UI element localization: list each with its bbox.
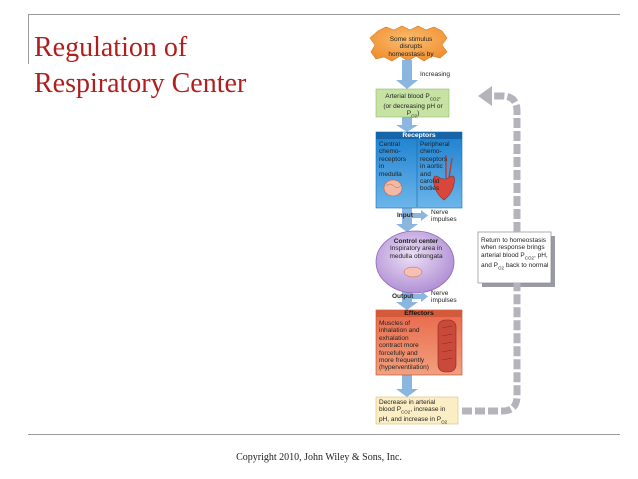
stimulus-line-2: homeostasis by [388, 50, 434, 58]
input-nerve-label: Nerve impulses [431, 209, 457, 224]
response-box-shape [375, 396, 459, 425]
output-label: Output [392, 293, 414, 300]
feedback-arrowhead [478, 86, 492, 106]
peripheral-receptors-text: Peripheral chemo- receptors in aortic an… [420, 141, 450, 193]
control-center-shape [375, 230, 455, 294]
control-center-heading: Control center [393, 238, 439, 245]
flow-arrows [396, 60, 418, 397]
feedback-loop-arrow [462, 92, 521, 415]
title-line-2: Respiratory Center [34, 68, 247, 99]
heart-illustration [433, 175, 455, 201]
input-label: Input [397, 212, 413, 219]
input-nerve-arrow [412, 210, 428, 221]
output-nerve-arrow [412, 291, 428, 302]
brain-illustration [383, 179, 403, 197]
stimulus-text: Some stimulus disrupts homeostasis by [378, 36, 444, 58]
stimulus-burst-shape [369, 25, 448, 62]
slide-title: Regulation of Respiratory Center [34, 30, 334, 102]
copyright-footer: Copyright 2010, John Wiley & Sons, Inc. [236, 452, 402, 463]
response-text: Decrease in arterial blood PCO2, increas… [379, 399, 448, 425]
muscle-illustration [437, 319, 457, 373]
central-receptors-text: Central chemo- receptors in medulla [379, 141, 407, 178]
stimulus-line-1: Some stimulus disrupts [389, 36, 433, 51]
increasing-label: Increasing [420, 71, 450, 78]
output-nerve-label: Nerve impulses [431, 290, 457, 305]
control-center-text: Control center Inspiratory area in medul… [384, 238, 448, 260]
condition-box-shape [375, 88, 450, 118]
bottom-rule [28, 434, 620, 435]
top-rule [28, 14, 620, 15]
effectors-heading: Effectors [404, 310, 434, 317]
effectors-text: Muscles of inhalation and exhalation con… [379, 320, 429, 372]
condition-line-2: (or decreasing pH or PO2) [383, 102, 443, 119]
title-line-1: Regulation of [34, 32, 188, 63]
condition-text: Arterial blood PCO2, (or decreasing pH o… [378, 93, 448, 120]
receptors-heading: Receptors [402, 132, 436, 139]
top-left-rule [28, 14, 29, 64]
condition-line-1: Arterial blood PCO2, [385, 93, 441, 102]
return-text: Return to homeostasis when response brin… [481, 237, 549, 270]
return-box-shape [477, 231, 552, 284]
